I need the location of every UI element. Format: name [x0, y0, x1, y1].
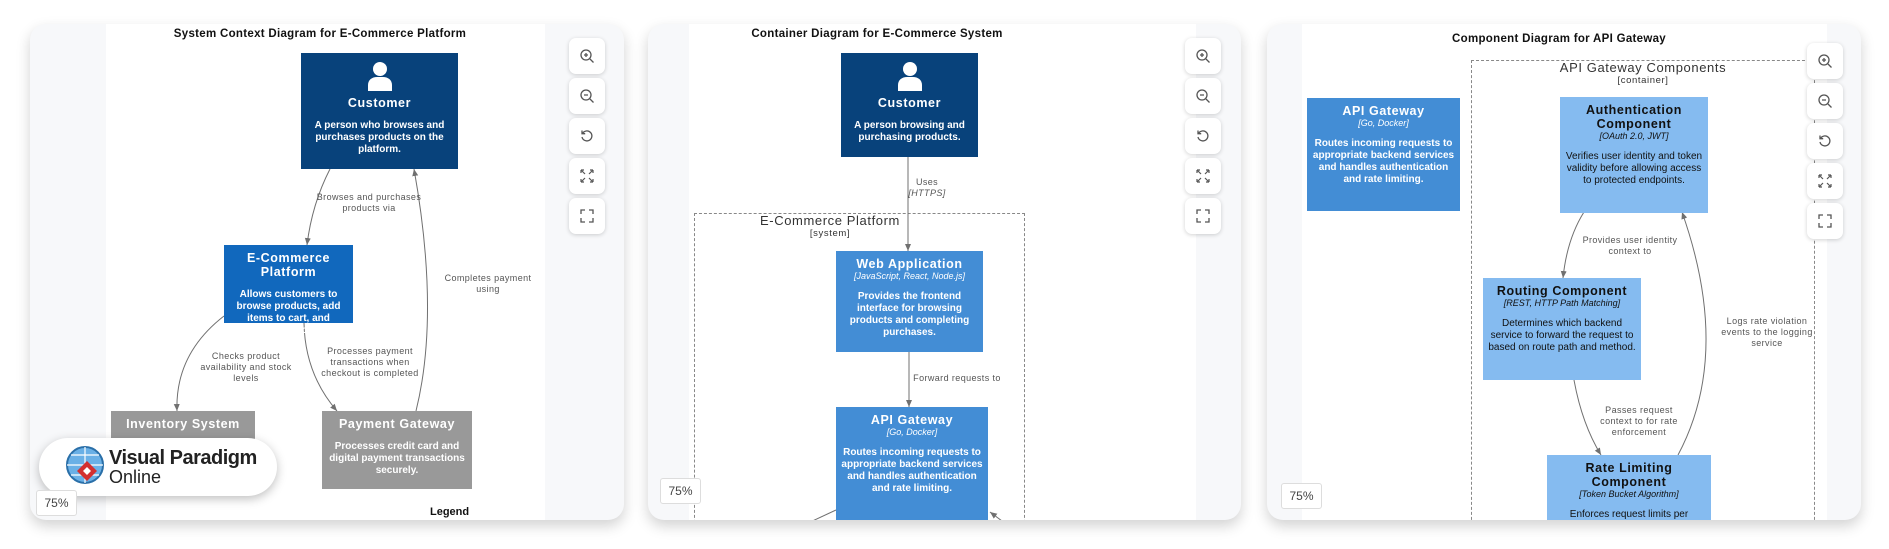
web-application-container[interactable]: Web Application [JavaScript, React, Node…	[836, 251, 983, 352]
reset-icon	[1195, 128, 1211, 144]
api-gateway-container[interactable]: API Gateway [Go, Docker] Routes incoming…	[836, 407, 988, 520]
zoom-in-icon	[579, 48, 595, 64]
rate-limiting-component[interactable]: Rate Limiting Component [Token Bucket Al…	[1547, 455, 1711, 520]
label-provides: Provides user identity context to	[1582, 235, 1678, 256]
routing-component[interactable]: Routing Component [REST, HTTP Path Match…	[1483, 278, 1641, 380]
logo-text: Visual Paradigm	[109, 447, 257, 469]
payment-gateway-system[interactable]: Payment Gateway Processes credit card an…	[322, 411, 472, 489]
arrow-checks	[173, 315, 225, 412]
vp-globe-logo-icon	[66, 446, 104, 484]
fit-button[interactable]	[1807, 163, 1843, 199]
zoom-in-button[interactable]	[1807, 43, 1843, 79]
zoom-out-button[interactable]	[1185, 78, 1221, 114]
fit-icon	[1817, 173, 1833, 189]
zoom-level[interactable]: 75%	[1281, 483, 1322, 509]
label-browses: Browses and purchases products via	[316, 192, 422, 213]
fit-button[interactable]	[569, 158, 605, 194]
zoom-in-icon	[1817, 53, 1833, 69]
fullscreen-icon	[579, 208, 595, 224]
customer-person[interactable]: Customer A person who browses and purcha…	[301, 53, 458, 169]
person-icon	[897, 62, 922, 91]
zoom-out-button[interactable]	[1807, 83, 1843, 119]
diagram-title: Container Diagram for E-Commerce System	[751, 28, 1003, 40]
arrow-logs	[1677, 211, 1707, 456]
boundary-label: E-Commerce Platform [system]	[760, 213, 900, 239]
arrow-passes	[1573, 379, 1602, 456]
reset-icon	[1817, 133, 1833, 149]
visual-paradigm-logo[interactable]: Visual Paradigm Online	[39, 438, 277, 496]
zoom-out-icon	[1195, 88, 1211, 104]
label-forward: Forward requests to	[913, 373, 1001, 383]
diagram-title: Component Diagram for API Gateway	[1452, 33, 1666, 45]
zoom-out-icon	[1817, 93, 1833, 109]
zoom-out-button[interactable]	[569, 78, 605, 114]
label-uses: Uses [HTTPS]	[908, 177, 946, 198]
fullscreen-button[interactable]	[569, 198, 605, 234]
label-passes: Passes request context to for rate enfor…	[1600, 405, 1678, 437]
label-checks: Checks product availability and stock le…	[200, 351, 292, 383]
authentication-component[interactable]: Authentication Component [OAuth 2.0, JWT…	[1560, 97, 1708, 213]
fullscreen-icon	[1817, 213, 1833, 229]
api-gateway-container[interactable]: API Gateway [Go, Docker] Routes incoming…	[1307, 98, 1460, 211]
fit-icon	[1195, 168, 1211, 184]
fullscreen-icon	[1195, 208, 1211, 224]
person-icon	[367, 62, 392, 91]
fit-button[interactable]	[1185, 158, 1221, 194]
arrow-browses	[304, 168, 331, 246]
relationship-arrows	[173, 168, 428, 412]
container-panel: Container Diagram for E-Commerce System …	[648, 24, 1241, 520]
fullscreen-button[interactable]	[1807, 203, 1843, 239]
label-logs: Logs rate violation events to the loggin…	[1721, 316, 1813, 348]
reset-button[interactable]	[1185, 118, 1221, 154]
arrow-out	[813, 509, 837, 520]
container-boundary	[1471, 60, 1815, 520]
system-context-panel: System Context Diagram for E-Commerce Pl…	[30, 24, 624, 520]
customer-person[interactable]: Customer A person browsing and purchasin…	[841, 53, 978, 157]
relationship-arrows	[1560, 211, 1707, 456]
legend-heading: Legend	[430, 506, 470, 518]
label-processes: Processes payment transactions when chec…	[321, 346, 419, 378]
zoom-level[interactable]: 75%	[36, 490, 77, 516]
arrow-completes	[412, 168, 428, 412]
zoom-in-button[interactable]	[1185, 38, 1221, 74]
fit-icon	[579, 168, 595, 184]
relationship-arrows	[813, 157, 1002, 520]
arrow-in	[989, 511, 1002, 520]
zoom-in-icon	[1195, 48, 1211, 64]
arrow-processes	[303, 322, 338, 412]
system-boundary	[694, 213, 1025, 520]
arrow-provides	[1560, 211, 1585, 279]
reset-icon	[579, 128, 595, 144]
reset-button[interactable]	[1807, 123, 1843, 159]
fullscreen-button[interactable]	[1185, 198, 1221, 234]
zoom-level[interactable]: 75%	[660, 478, 701, 504]
zoom-out-icon	[579, 88, 595, 104]
logo-subtext: Online	[109, 467, 162, 487]
ecommerce-platform-system[interactable]: E-Commerce Platform Allows customers to …	[224, 245, 353, 336]
reset-button[interactable]	[569, 118, 605, 154]
diagram-title: System Context Diagram for E-Commerce Pl…	[173, 28, 467, 40]
zoom-in-button[interactable]	[569, 38, 605, 74]
label-completes: Completes payment using	[444, 273, 532, 294]
component-panel: Component Diagram for API Gateway API Ga…	[1267, 24, 1861, 520]
boundary-label: API Gateway Components [container]	[1559, 60, 1727, 86]
